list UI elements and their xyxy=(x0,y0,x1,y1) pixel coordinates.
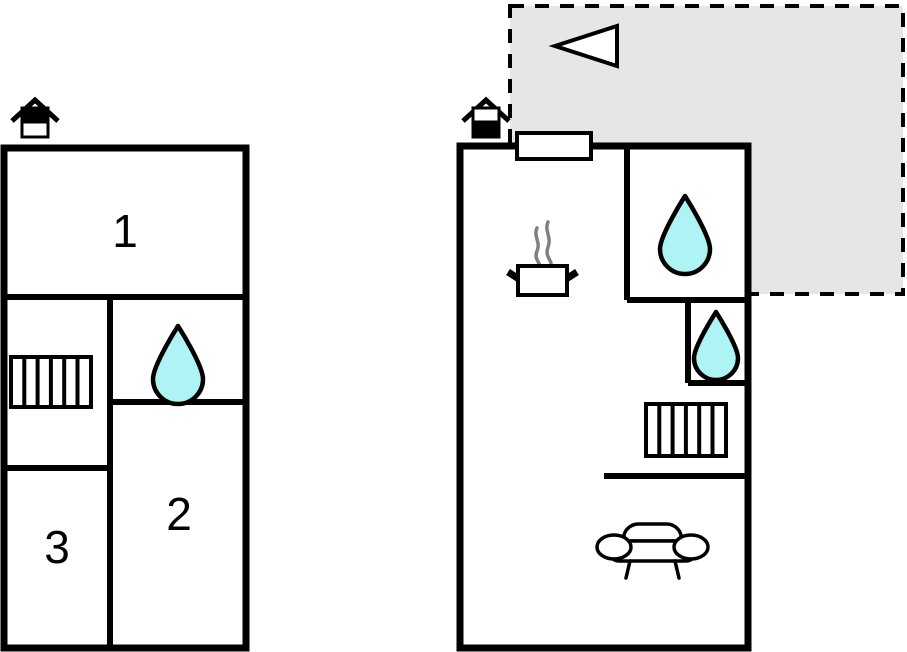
ground-floor-plan xyxy=(456,96,752,652)
upper-floor-plan: 1 2 3 xyxy=(0,96,250,652)
sofa-icon xyxy=(595,522,710,580)
stairs-icon xyxy=(644,402,728,458)
door-icon xyxy=(515,131,593,161)
cooking-pot-icon xyxy=(506,220,579,297)
stairs-icon xyxy=(9,355,93,409)
water-drop-icon xyxy=(657,193,713,277)
water-drop-icon xyxy=(150,323,206,407)
room-label-3: 3 xyxy=(44,521,70,573)
room-label-1: 1 xyxy=(112,205,138,257)
direction-arrow-icon xyxy=(548,23,619,69)
room-label-2: 2 xyxy=(166,488,192,540)
house-level-icon-upper xyxy=(10,96,60,139)
water-drop-icon xyxy=(691,309,741,383)
ground-outer-wall xyxy=(456,142,752,652)
house-level-icon-ground xyxy=(461,96,511,139)
